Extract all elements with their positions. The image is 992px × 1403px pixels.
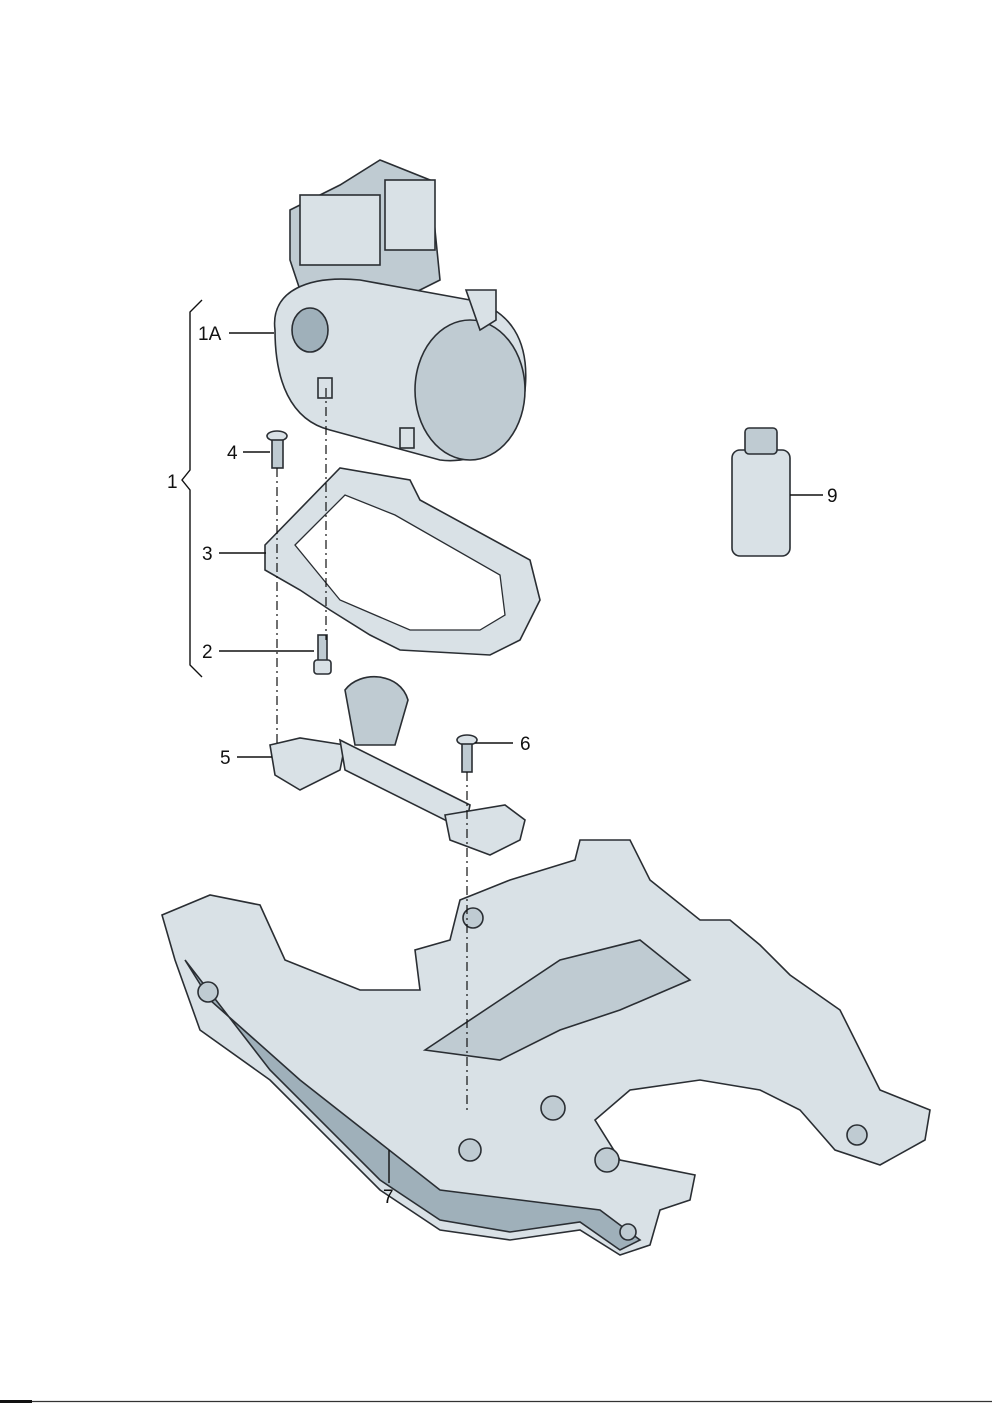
support-bracket <box>269 676 526 856</box>
subframe <box>161 839 931 1256</box>
callout-9: 9 <box>827 486 838 507</box>
bolt-6 <box>456 734 478 773</box>
callout-6: 6 <box>520 734 531 755</box>
callout-1a: 1A <box>198 324 222 345</box>
bolt-4 <box>266 430 288 469</box>
electric-compressor <box>273 159 527 462</box>
footer-mark <box>0 1400 32 1403</box>
callout-5: 5 <box>220 748 231 769</box>
callout-3: 3 <box>202 544 213 565</box>
mounting-bracket <box>264 467 541 656</box>
callout-2: 2 <box>202 642 213 663</box>
bolt-2 <box>313 634 332 675</box>
callout-1: 1 <box>167 472 178 493</box>
oil-bottle <box>731 427 791 557</box>
callout-7: 7 <box>383 1187 394 1208</box>
callout-4: 4 <box>227 443 238 464</box>
